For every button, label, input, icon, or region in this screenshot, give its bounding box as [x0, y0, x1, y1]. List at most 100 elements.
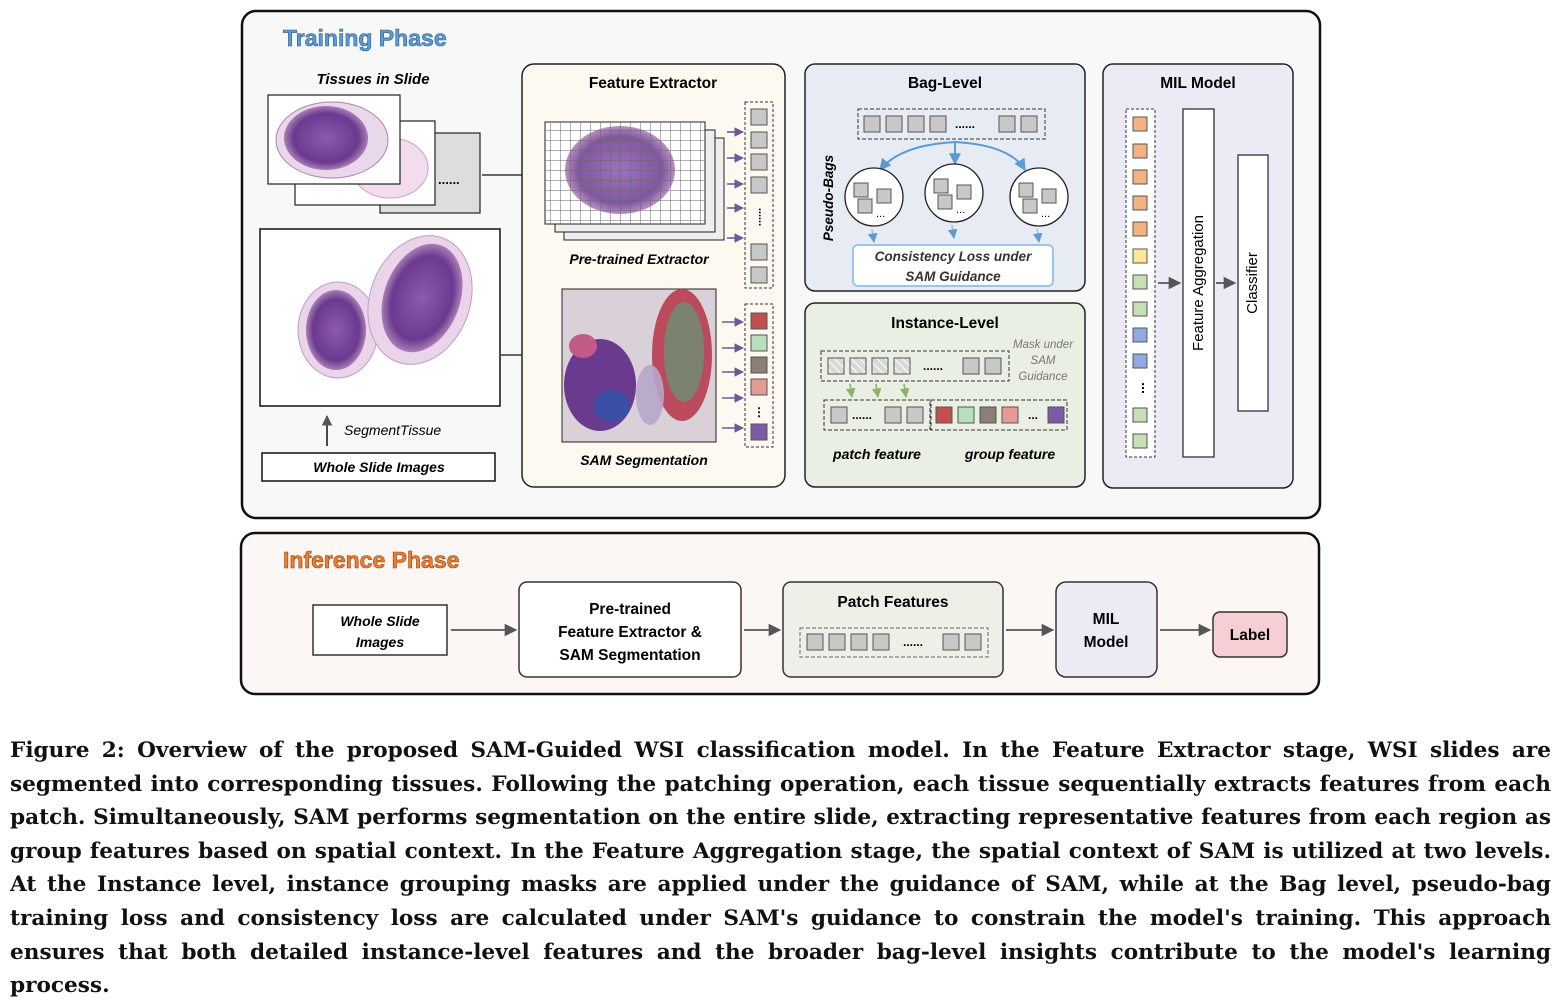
- bag-feature-row: [857, 108, 1046, 140]
- mil-feature-cell: [1132, 248, 1148, 264]
- pseudo-bag-feature-cell: [853, 182, 869, 198]
- bag-level-title: Bag-Level: [908, 75, 982, 92]
- pseudo-bag-feature-cell: [876, 188, 892, 204]
- consistency-loss-line1: Consistency Loss under: [875, 249, 1033, 264]
- pseudo-bag-dots: ...: [1041, 208, 1050, 220]
- inference-mil-box: [1055, 581, 1158, 678]
- patch-feature-cell: [750, 108, 768, 126]
- inference-wsi-line2: Images: [356, 634, 404, 650]
- patch-feature-label: patch feature: [832, 446, 921, 462]
- group-feature-cell: [935, 406, 953, 424]
- mil-feature-cell: [1132, 116, 1148, 132]
- wsi-label: Whole Slide Images: [313, 459, 445, 475]
- pseudo-bag-feature-cell: [857, 198, 873, 214]
- mil-feature-cell: [1132, 143, 1148, 159]
- pseudo-bags-label: Pseudo-Bags: [821, 154, 836, 241]
- group-feature-row: [930, 399, 1068, 431]
- group-feature-cell: [750, 423, 768, 441]
- pseudo-bag-feature-cell: [1022, 198, 1038, 214]
- tissue-stack: ......: [267, 94, 481, 214]
- instance-dots: ......: [923, 359, 943, 373]
- pseudo-bag-feature-cell: [1041, 188, 1057, 204]
- pretrained-extractor-label: Pre-trained Extractor: [569, 251, 710, 267]
- inference-mil-line1: MIL: [1093, 611, 1120, 628]
- feature-extractor-title: Feature Extractor: [589, 75, 717, 92]
- inference-feature-cell: [850, 633, 868, 651]
- mil-feature-cell: [1132, 274, 1148, 290]
- masked-feature-cell: [827, 357, 845, 375]
- pseudo-bag-feature-cell: [937, 194, 953, 210]
- patch-feature-cell: [750, 266, 768, 284]
- segment-tissue-label: SegmentTissue: [344, 422, 441, 438]
- bag-feature-cell: [1020, 115, 1038, 133]
- group-feature-cell: [1047, 406, 1065, 424]
- pseudo-bag-dots: ...: [876, 208, 885, 220]
- bag-level-panel: Bag-Level ...... Pseudo-Bags ......... C…: [804, 63, 1086, 292]
- feature-aggregation-block: [1182, 108, 1215, 458]
- mask-arrow: [899, 383, 910, 398]
- classifier-block: [1237, 154, 1269, 412]
- group-feature-label: group feature: [964, 446, 1055, 462]
- wsi-box: [261, 452, 496, 482]
- patch-feature-cell: [750, 131, 768, 149]
- group-feature-cell: [979, 406, 997, 424]
- inference-wsi-box: [312, 604, 448, 656]
- training-phase-panel: Training Phase Tissues in Slide ...... S…: [240, 9, 1322, 520]
- feature-aggregation-label: Feature Aggregation: [1190, 215, 1207, 351]
- inference-extractor-line3: SAM Segmentation: [559, 647, 700, 664]
- pseudo-bag-feature-cell: [1018, 182, 1034, 198]
- bag-feature-cell: [929, 115, 947, 133]
- inference-feature-row: [799, 627, 989, 658]
- mil-feature-cell: [1132, 169, 1148, 185]
- mil-model-panel: MIL Model ... Feature Aggregation Classi…: [1102, 63, 1294, 489]
- mil-feature-cell: [1132, 353, 1148, 369]
- patch-row-dots: ......: [852, 408, 872, 422]
- group-column-dots: ⋮: [753, 405, 765, 419]
- patch-feature-cell: [750, 153, 768, 171]
- mil-feature-cell: [1132, 221, 1148, 237]
- inference-mil-line2: Model: [1084, 634, 1129, 651]
- pseudo-bag-to-loss-arrow: [867, 228, 878, 243]
- inference-feature-cell: [806, 633, 824, 651]
- mask-guidance-line1: Mask under: [1013, 339, 1074, 351]
- group-row-dots: ...: [1028, 408, 1038, 422]
- group-feature-cell: [750, 356, 768, 374]
- patch-feature-cell: [750, 176, 768, 194]
- patch-feature-row: [823, 399, 931, 431]
- inference-feature-cell: [828, 633, 846, 651]
- instance-level-title: Instance-Level: [891, 315, 999, 332]
- mil-feature-cell: [1132, 433, 1148, 449]
- bag-feature-cell: [885, 115, 903, 133]
- consistency-loss-line2: SAM Guidance: [905, 269, 1001, 284]
- feature-extractor-panel: Feature Extractor Pre-trained Extractor …: [521, 63, 786, 488]
- tissues-in-slide-label: Tissues in Slide: [316, 71, 429, 88]
- masked-feature-cell: [871, 357, 889, 375]
- group-feature-column: [744, 303, 774, 448]
- group-feature-cell: [750, 312, 768, 330]
- masked-feature-cell: [893, 357, 911, 375]
- consistency-loss-box: [852, 244, 1054, 287]
- group-feature-cell: [957, 406, 975, 424]
- mil-model-title: MIL Model: [1160, 75, 1236, 92]
- pseudo-bag-to-loss-arrow: [1032, 228, 1043, 243]
- mask-guidance-line2: SAM: [1031, 355, 1056, 367]
- instance-feature-cell: [984, 357, 1002, 375]
- mask-guidance-line3: Guidance: [1018, 371, 1067, 383]
- label-box: [1212, 611, 1288, 658]
- patch-column-dots: ......: [756, 208, 768, 226]
- group-feature-cell: [750, 378, 768, 396]
- inference-extractor-line2: Feature Extractor &: [558, 624, 702, 641]
- inference-wsi-line1: Whole Slide: [340, 613, 420, 629]
- inference-phase-title: Inference Phase: [283, 547, 459, 573]
- masked-feature-cell: [849, 357, 867, 375]
- bag-feature-cell: [907, 115, 925, 133]
- pseudo-bag-feature-cell: [933, 178, 949, 194]
- pseudo-bag-to-loss-arrow: [947, 224, 958, 239]
- label-text: Label: [1230, 627, 1270, 644]
- mil-feature-cell: [1132, 195, 1148, 211]
- bag-dots: ......: [955, 117, 975, 131]
- inference-extractor-box: [518, 581, 742, 678]
- patch-features-title: Patch Features: [837, 594, 948, 611]
- whole-slide-image: [259, 228, 501, 407]
- mil-feature-cell: [1132, 407, 1148, 423]
